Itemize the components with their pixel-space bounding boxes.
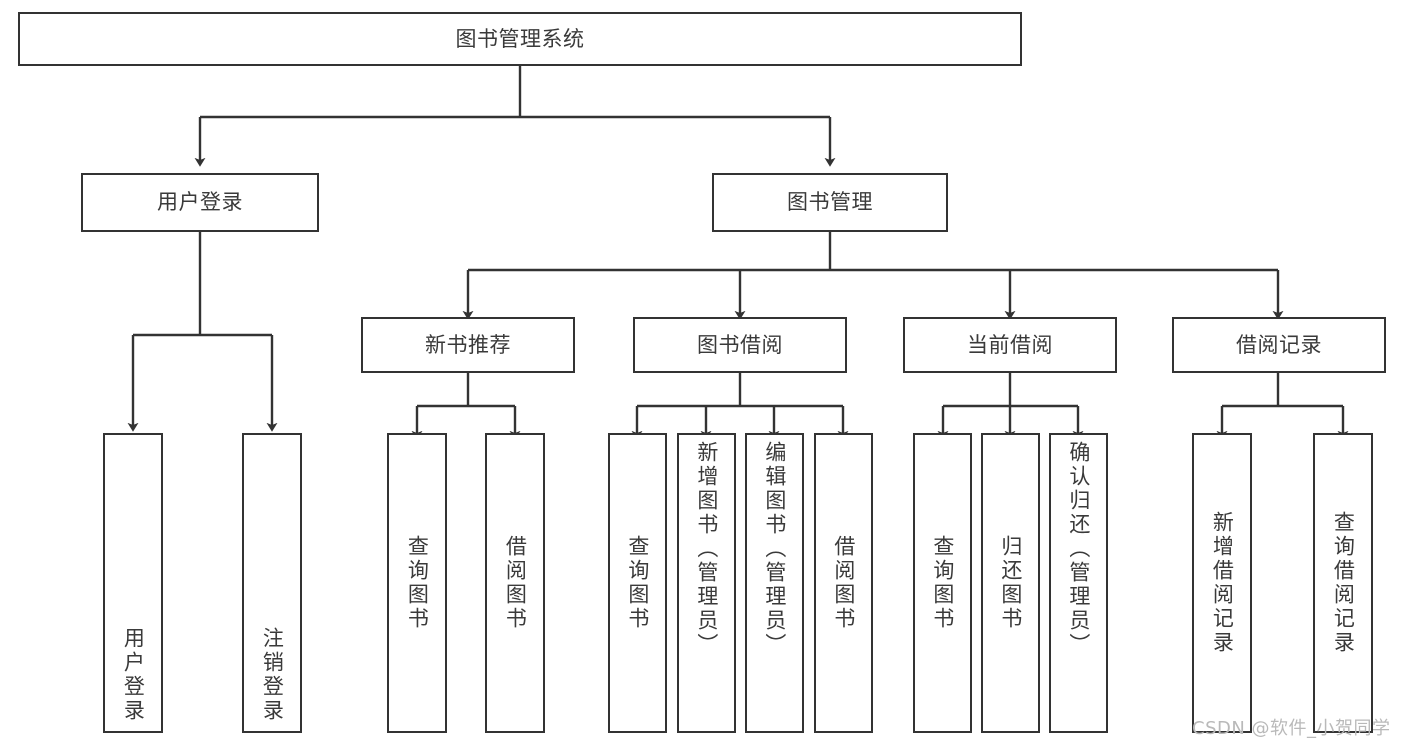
leaf-query-record[interactable]: 查询借阅记录 (1313, 433, 1373, 733)
csdn-watermark: CSDN @软件_小贺同学 (1192, 718, 1391, 739)
leaf-query-book-2[interactable]: 查询图书 (608, 433, 667, 733)
edge-borrowrecord-to-leaves (1216, 373, 1349, 440)
node-borrow-record-label: 借阅记录 (1236, 332, 1322, 357)
leaf-user-login-label: 用户登录 (121, 627, 146, 723)
leaf-add-record-label: 新增借阅记录 (1210, 511, 1235, 655)
leaf-add-record[interactable]: 新增借阅记录 (1192, 433, 1252, 733)
leaf-borrow-book-2-label: 借阅图书 (831, 535, 856, 631)
node-root-label: 图书管理系统 (455, 26, 585, 51)
leaf-borrow-book-1-label: 借阅图书 (503, 535, 528, 631)
node-borrow-record[interactable]: 借阅记录 (1172, 317, 1386, 373)
leaf-borrow-book-2[interactable]: 借阅图书 (814, 433, 873, 733)
node-new-book-recommend[interactable]: 新书推荐 (361, 317, 575, 373)
leaf-confirm-return-label: 确认归还（管理员） (1066, 441, 1091, 657)
leaf-user-login[interactable]: 用户登录 (103, 433, 163, 733)
leaf-add-book[interactable]: 新增图书（管理员） (677, 433, 736, 733)
leaf-query-record-label: 查询借阅记录 (1331, 511, 1356, 655)
edge-root-to-level1 (194, 66, 836, 167)
node-book-manage-label: 图书管理 (787, 190, 873, 215)
leaf-query-book-2-label: 查询图书 (625, 535, 650, 631)
node-current-borrow[interactable]: 当前借阅 (903, 317, 1117, 373)
leaf-query-book-1[interactable]: 查询图书 (387, 433, 447, 733)
node-user-login[interactable]: 用户登录 (81, 173, 319, 232)
leaf-confirm-return[interactable]: 确认归还（管理员） (1049, 433, 1108, 733)
edge-userlogin-to-leaves (127, 232, 278, 432)
node-root[interactable]: 图书管理系统 (18, 12, 1022, 66)
leaf-add-book-label: 新增图书（管理员） (694, 441, 719, 657)
edge-bookborrow-to-leaves (631, 373, 849, 440)
leaf-query-book-1-label: 查询图书 (405, 535, 430, 631)
leaf-borrow-book-1[interactable]: 借阅图书 (485, 433, 545, 733)
edge-currentborrow-to-leaves (937, 373, 1084, 440)
node-new-book-recommend-label: 新书推荐 (425, 332, 511, 357)
leaf-return-book-label: 归还图书 (998, 535, 1023, 631)
edge-newbook-to-leaves (411, 373, 521, 440)
leaf-user-logout-label: 注销登录 (260, 627, 285, 723)
leaf-edit-book[interactable]: 编辑图书（管理员） (745, 433, 804, 733)
leaf-query-book-3-label: 查询图书 (930, 535, 955, 631)
edge-bookmanage-to-level2 (462, 232, 1284, 320)
node-current-borrow-label: 当前借阅 (967, 332, 1053, 357)
node-book-borrow[interactable]: 图书借阅 (633, 317, 847, 373)
leaf-query-book-3[interactable]: 查询图书 (913, 433, 972, 733)
node-user-login-label: 用户登录 (157, 190, 243, 215)
leaf-return-book[interactable]: 归还图书 (981, 433, 1040, 733)
node-book-borrow-label: 图书借阅 (697, 332, 783, 357)
leaf-user-logout[interactable]: 注销登录 (242, 433, 302, 733)
leaf-edit-book-label: 编辑图书（管理员） (762, 441, 787, 657)
node-book-manage[interactable]: 图书管理 (712, 173, 948, 232)
